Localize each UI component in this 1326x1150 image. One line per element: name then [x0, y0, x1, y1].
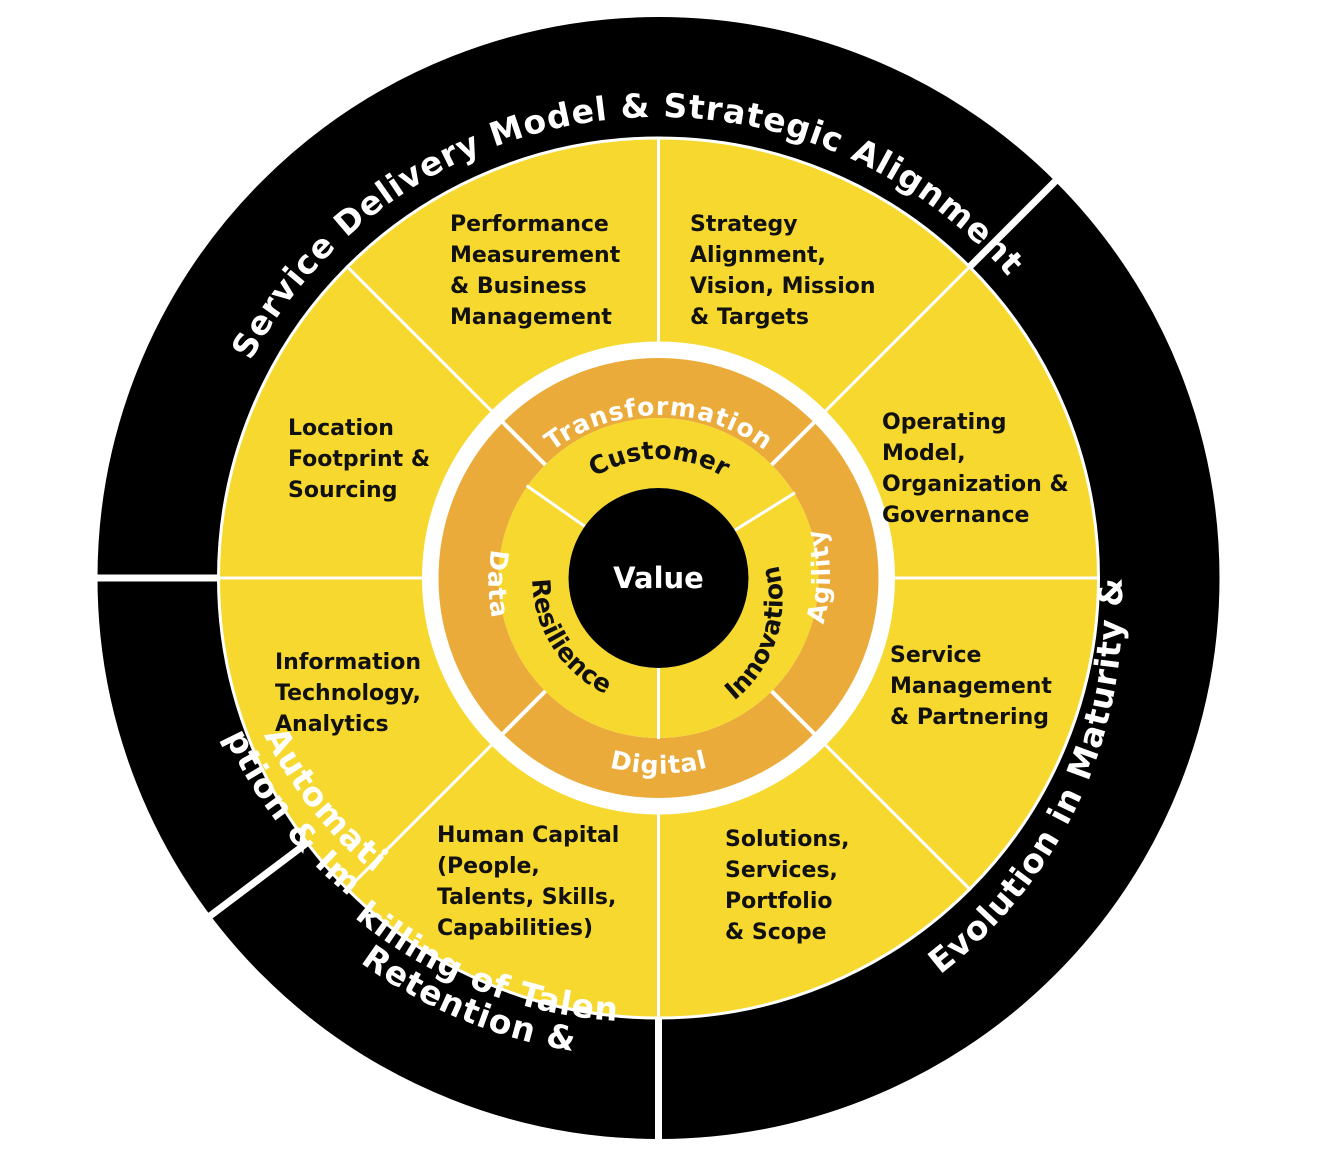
middle-ring-divider [500, 420, 548, 467]
segment-label-line: Service [890, 643, 981, 668]
inner-ring [498, 418, 819, 739]
segment-label-line: Performance [450, 212, 609, 237]
segment-label-line: Talents, Skills, [437, 885, 616, 910]
segment-label-line: Solutions, [725, 827, 849, 852]
middle-ring-band [438, 358, 879, 798]
segment-label-line: Measurement [450, 243, 621, 268]
segment-label-line: Portfolio [725, 889, 833, 914]
segment-label-line: Footprint & [288, 447, 430, 472]
segment-label-line: Governance [882, 503, 1029, 528]
segment-label-line: Capabilities) [437, 916, 593, 941]
segment-label-line: Model, [882, 441, 966, 466]
segment-label-line: Management [450, 305, 612, 330]
outer-ring-divider [966, 178, 1059, 271]
segment-label-line: & Partnering [890, 705, 1049, 730]
segment-label-line: Services, [725, 858, 838, 883]
segment-label-line: Management [890, 674, 1052, 699]
segment-label-line: Strategy [690, 212, 798, 237]
segment-solutions [657, 742, 972, 1020]
segment-label-line: Location [288, 416, 394, 441]
segment-label-line: Vision, Mission [690, 274, 876, 299]
segment-label-line: Alignment, [690, 243, 826, 268]
segment-label-line: Technology, [275, 681, 421, 706]
segment-location [216, 264, 495, 580]
outer-ring [96, 17, 1220, 1140]
segment-label-line: Information [275, 650, 421, 675]
middle-ring [438, 358, 879, 798]
segment-label-line: & Targets [690, 305, 809, 330]
segment-label-line: Analytics [275, 712, 389, 737]
middle-ring-divider [500, 689, 548, 736]
center-label-value: Value [613, 561, 704, 595]
segment-operating-model [822, 264, 1101, 580]
ring-label-digital: Digital [608, 745, 710, 780]
segment-information-technology [216, 576, 495, 892]
segment-label-human-capital: Human Capital (People, Talents, Skills, Cap… [437, 823, 619, 941]
middle-ring-divider [769, 689, 817, 736]
segment-label-line: Sourcing [288, 478, 397, 503]
center-disc [568, 488, 749, 668]
middle-ring-divider [769, 420, 817, 467]
inner-ring-divider [525, 484, 587, 529]
segment-label-line: & Scope [725, 920, 827, 945]
inner-ring-divider [733, 491, 796, 533]
segment-label-line: (People, [437, 854, 540, 879]
segment-label-line: Operating [882, 410, 1007, 435]
segment-label-line: Human Capital [437, 823, 619, 848]
segment-label-solutions: Solutions, Services, Portfolio & Scope [725, 827, 849, 945]
segment-ring [216, 136, 1101, 1020]
segment-label-line: & Business [450, 274, 587, 299]
segment-label-line: Organization & [882, 472, 1069, 497]
outer-ring-divider [207, 839, 311, 920]
ring-label-data: Data [482, 548, 515, 620]
